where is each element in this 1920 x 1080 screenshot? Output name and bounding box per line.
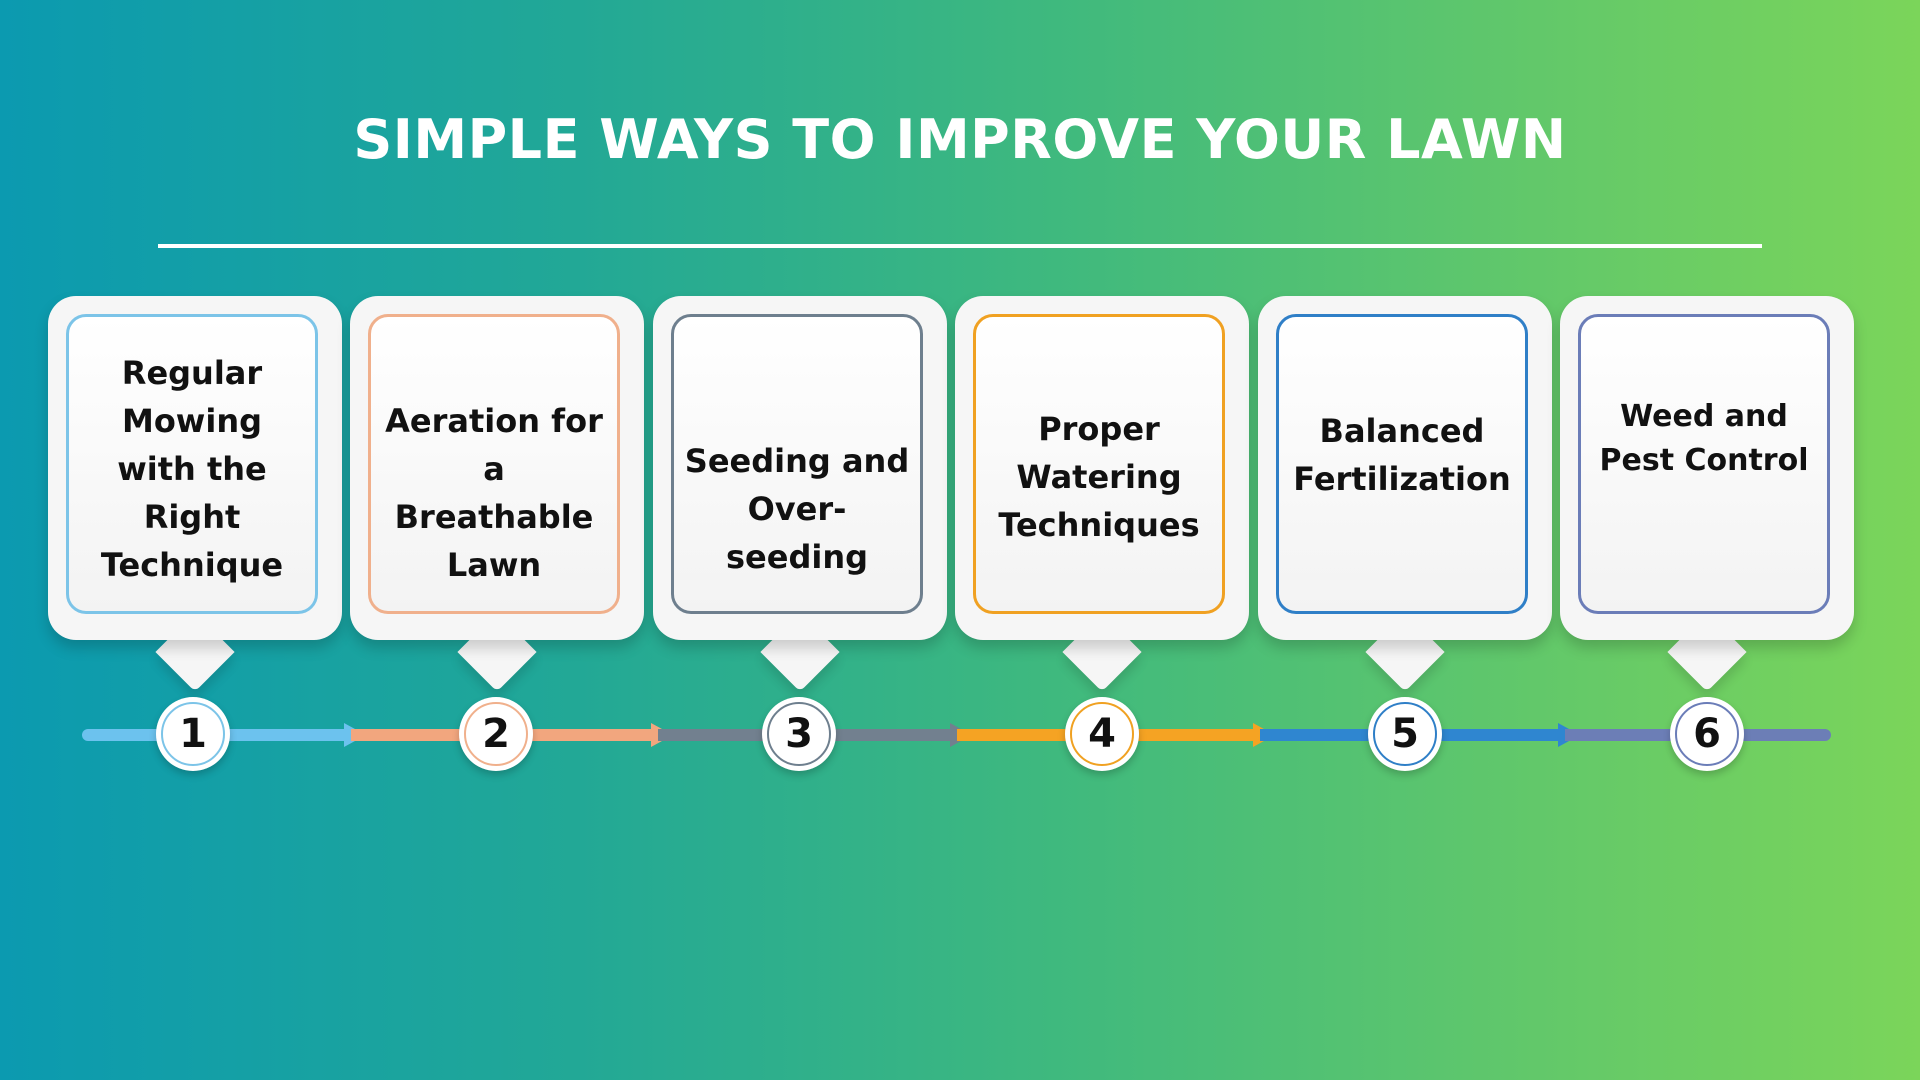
step-number: 5 — [1391, 711, 1419, 757]
step-number-badge: 2 — [459, 697, 533, 771]
step-text-line: Breathable — [394, 498, 594, 536]
badge-ring: 1 — [161, 702, 225, 766]
step-number-badge: 5 — [1368, 697, 1442, 771]
badge-ring: 6 — [1675, 702, 1739, 766]
badge-ring: 3 — [767, 702, 831, 766]
step-number-badge: 3 — [762, 697, 836, 771]
step-text-line: Aeration for a — [385, 402, 603, 488]
step-text-line: Balanced — [1319, 412, 1485, 450]
step-text-line: Fertilization — [1293, 460, 1511, 498]
step-number-badge: 1 — [156, 697, 230, 771]
step-number-badge: 6 — [1670, 697, 1744, 771]
step-text-line: Seeding and — [684, 442, 910, 480]
step-text-line: Pest Control — [1599, 443, 1809, 478]
step-text-line: Technique — [100, 546, 284, 584]
step-text-line: Watering — [1016, 458, 1182, 496]
step-number: 4 — [1088, 711, 1116, 757]
step-number: 3 — [785, 711, 813, 757]
step-text-line: Mowing — [121, 402, 263, 440]
page-title: SIMPLE WAYS TO IMPROVE YOUR LAWN — [353, 108, 1567, 171]
step-text-line: Weed and — [1620, 399, 1788, 434]
step-text-line: Right — [143, 498, 241, 536]
step-number: 2 — [482, 711, 510, 757]
badge-ring: 4 — [1070, 702, 1134, 766]
step-text-line: Techniques — [998, 506, 1200, 544]
badge-ring: 5 — [1373, 702, 1437, 766]
step-text-line: Proper — [1038, 410, 1160, 448]
step-number: 6 — [1693, 711, 1721, 757]
step-number: 1 — [179, 711, 207, 757]
step-number-badge: 4 — [1065, 697, 1139, 771]
badge-ring: 2 — [464, 702, 528, 766]
title-divider — [158, 244, 1762, 248]
step-text-line: Regular — [121, 354, 263, 392]
step-text-line: Over-seeding — [725, 490, 868, 576]
step-text-line: Lawn — [446, 546, 542, 584]
step-text-line: with the — [117, 450, 267, 488]
